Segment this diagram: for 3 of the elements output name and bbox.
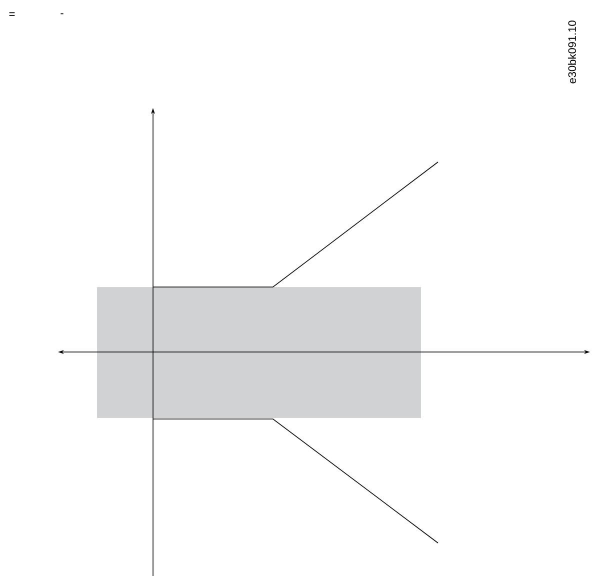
label-text: - [60, 13, 64, 14]
drawing-number: e30bk091.10 [568, 20, 576, 84]
label-text: = [9, 12, 15, 16]
